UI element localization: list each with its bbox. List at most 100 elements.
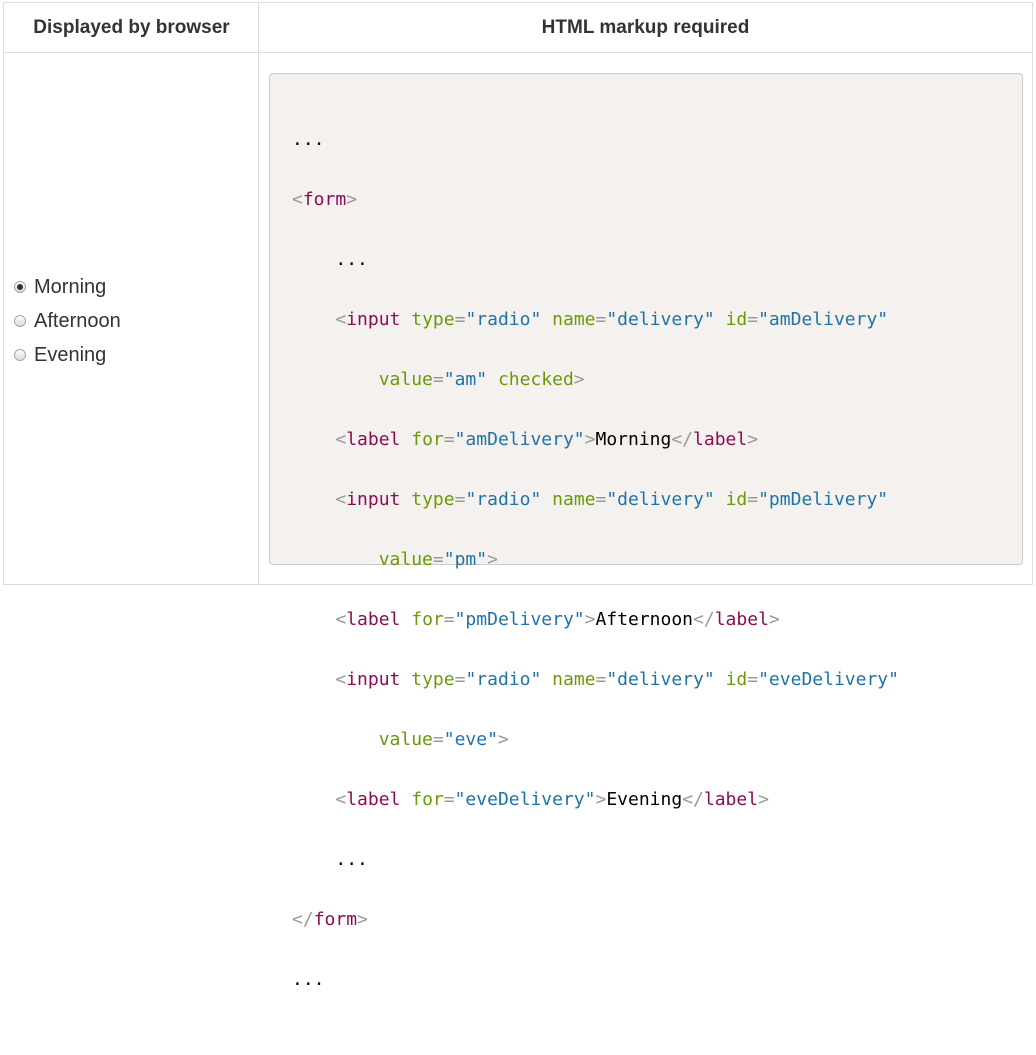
code-value: "radio" (465, 489, 542, 510)
code-line: <input type="radio" name="delivery" id="… (292, 665, 899, 695)
code-punctuation: = (747, 669, 759, 690)
code-punctuation: </ (682, 789, 704, 810)
radio-button-checked[interactable] (14, 281, 26, 293)
code-tag: input (346, 489, 401, 510)
code-tag: label (346, 609, 401, 630)
code-tag: label (703, 789, 759, 810)
code-punctuation: > (346, 189, 358, 210)
code-ellipsis: ... (335, 849, 368, 870)
code-punctuation: = (747, 309, 759, 330)
code-tag: label (346, 789, 401, 810)
radio-label[interactable]: Morning (34, 275, 107, 298)
code-value: "delivery" (606, 309, 715, 330)
code-punctuation: </ (693, 609, 715, 630)
radio-label[interactable]: Afternoon (34, 309, 121, 332)
code-attribute: checked (497, 369, 574, 390)
code-tag: label (693, 429, 748, 450)
code-attribute: type (411, 489, 455, 510)
code-line: </form> (292, 905, 899, 935)
code-ellipsis: ... (335, 249, 368, 270)
code-value: "delivery" (606, 489, 715, 510)
code-value: "delivery" (606, 669, 715, 690)
code-line: <label for="pmDelivery">Afternoon</label… (292, 605, 899, 635)
code-punctuation: < (335, 309, 347, 330)
code-text: Evening (606, 789, 683, 810)
code-listing: ... <form> ... <input type="radio" name=… (292, 95, 899, 1055)
code-value: "eveDelivery" (454, 789, 596, 810)
code-punctuation: < (335, 489, 347, 510)
code-block: ... <form> ... <input type="radio" name=… (269, 73, 1023, 990)
code-tag: input (346, 669, 401, 690)
code-value: "pmDelivery" (758, 489, 889, 510)
radio-button[interactable] (14, 315, 26, 327)
table-header-row: Displayed by browser HTML markup require… (4, 3, 1032, 53)
code-text: Afternoon (595, 609, 694, 630)
code-attribute: for (411, 429, 444, 450)
code-ellipsis: ... (292, 969, 325, 990)
code-value: "radio" (465, 309, 542, 330)
radio-label[interactable]: Evening (34, 343, 107, 366)
radio-group-delivery: Morning Afternoon Evening (14, 270, 121, 372)
radio-option-afternoon[interactable]: Afternoon (14, 304, 121, 338)
code-punctuation: = (454, 309, 466, 330)
radio-option-morning[interactable]: Morning (14, 270, 121, 304)
code-attribute: id (725, 489, 748, 510)
code-value: "amDelivery" (454, 429, 585, 450)
radio-button[interactable] (14, 349, 26, 361)
code-punctuation: = (747, 489, 759, 510)
code-punctuation: = (454, 669, 466, 690)
code-attribute: name (552, 669, 596, 690)
code-text: Morning (595, 429, 672, 450)
code-ellipsis: ... (292, 129, 325, 150)
code-line: <input type="radio" name="delivery" id="… (292, 485, 899, 515)
code-punctuation: </ (292, 909, 314, 930)
code-attribute: for (411, 609, 444, 630)
code-attribute: value (378, 369, 433, 390)
code-punctuation: = (443, 609, 455, 630)
code-value: "am" (443, 369, 488, 390)
header-displayed-by-browser: Displayed by browser (33, 17, 230, 38)
code-punctuation: = (595, 489, 607, 510)
code-attribute: id (725, 309, 748, 330)
code-value: "pm" (443, 549, 488, 570)
code-attribute: name (552, 309, 596, 330)
code-punctuation: < (335, 789, 347, 810)
code-value: "amDelivery" (758, 309, 889, 330)
code-line: value="eve"> (292, 725, 899, 755)
code-attribute: type (411, 669, 455, 690)
code-attribute: id (725, 669, 748, 690)
code-punctuation: > (758, 789, 769, 810)
comparison-table: Displayed by browser HTML markup require… (3, 2, 1033, 990)
code-attribute: value (378, 549, 433, 570)
code-line: <label for="eveDelivery">Evening</label> (292, 785, 899, 815)
header-html-markup-required: HTML markup required (541, 17, 750, 38)
code-tag: label (714, 609, 769, 630)
column-divider (258, 3, 259, 584)
code-attribute: for (411, 789, 444, 810)
code-attribute: type (411, 309, 455, 330)
code-punctuation: = (595, 309, 607, 330)
radio-option-evening[interactable]: Evening (14, 338, 121, 372)
code-line: ... (292, 845, 899, 875)
code-line: value="am" checked> (292, 365, 899, 395)
code-tag: form (302, 189, 347, 210)
code-attribute: name (552, 489, 596, 510)
code-tag: label (346, 429, 401, 450)
code-attribute: value (378, 729, 433, 750)
code-punctuation: < (335, 609, 347, 630)
code-punctuation: > (768, 609, 780, 630)
code-punctuation: > (497, 729, 509, 750)
code-punctuation: = (432, 549, 444, 570)
code-line: ... (292, 965, 899, 995)
code-line: <form> (292, 185, 899, 215)
code-punctuation: < (292, 189, 303, 210)
code-line: <label for="amDelivery">Morning</label> (292, 425, 899, 455)
code-punctuation: = (432, 369, 444, 390)
code-punctuation: > (573, 369, 585, 390)
code-punctuation: > (595, 789, 607, 810)
code-punctuation: > (357, 909, 368, 930)
code-punctuation: = (432, 729, 444, 750)
code-punctuation: = (595, 669, 607, 690)
code-value: "pmDelivery" (454, 609, 585, 630)
code-punctuation: > (584, 429, 596, 450)
